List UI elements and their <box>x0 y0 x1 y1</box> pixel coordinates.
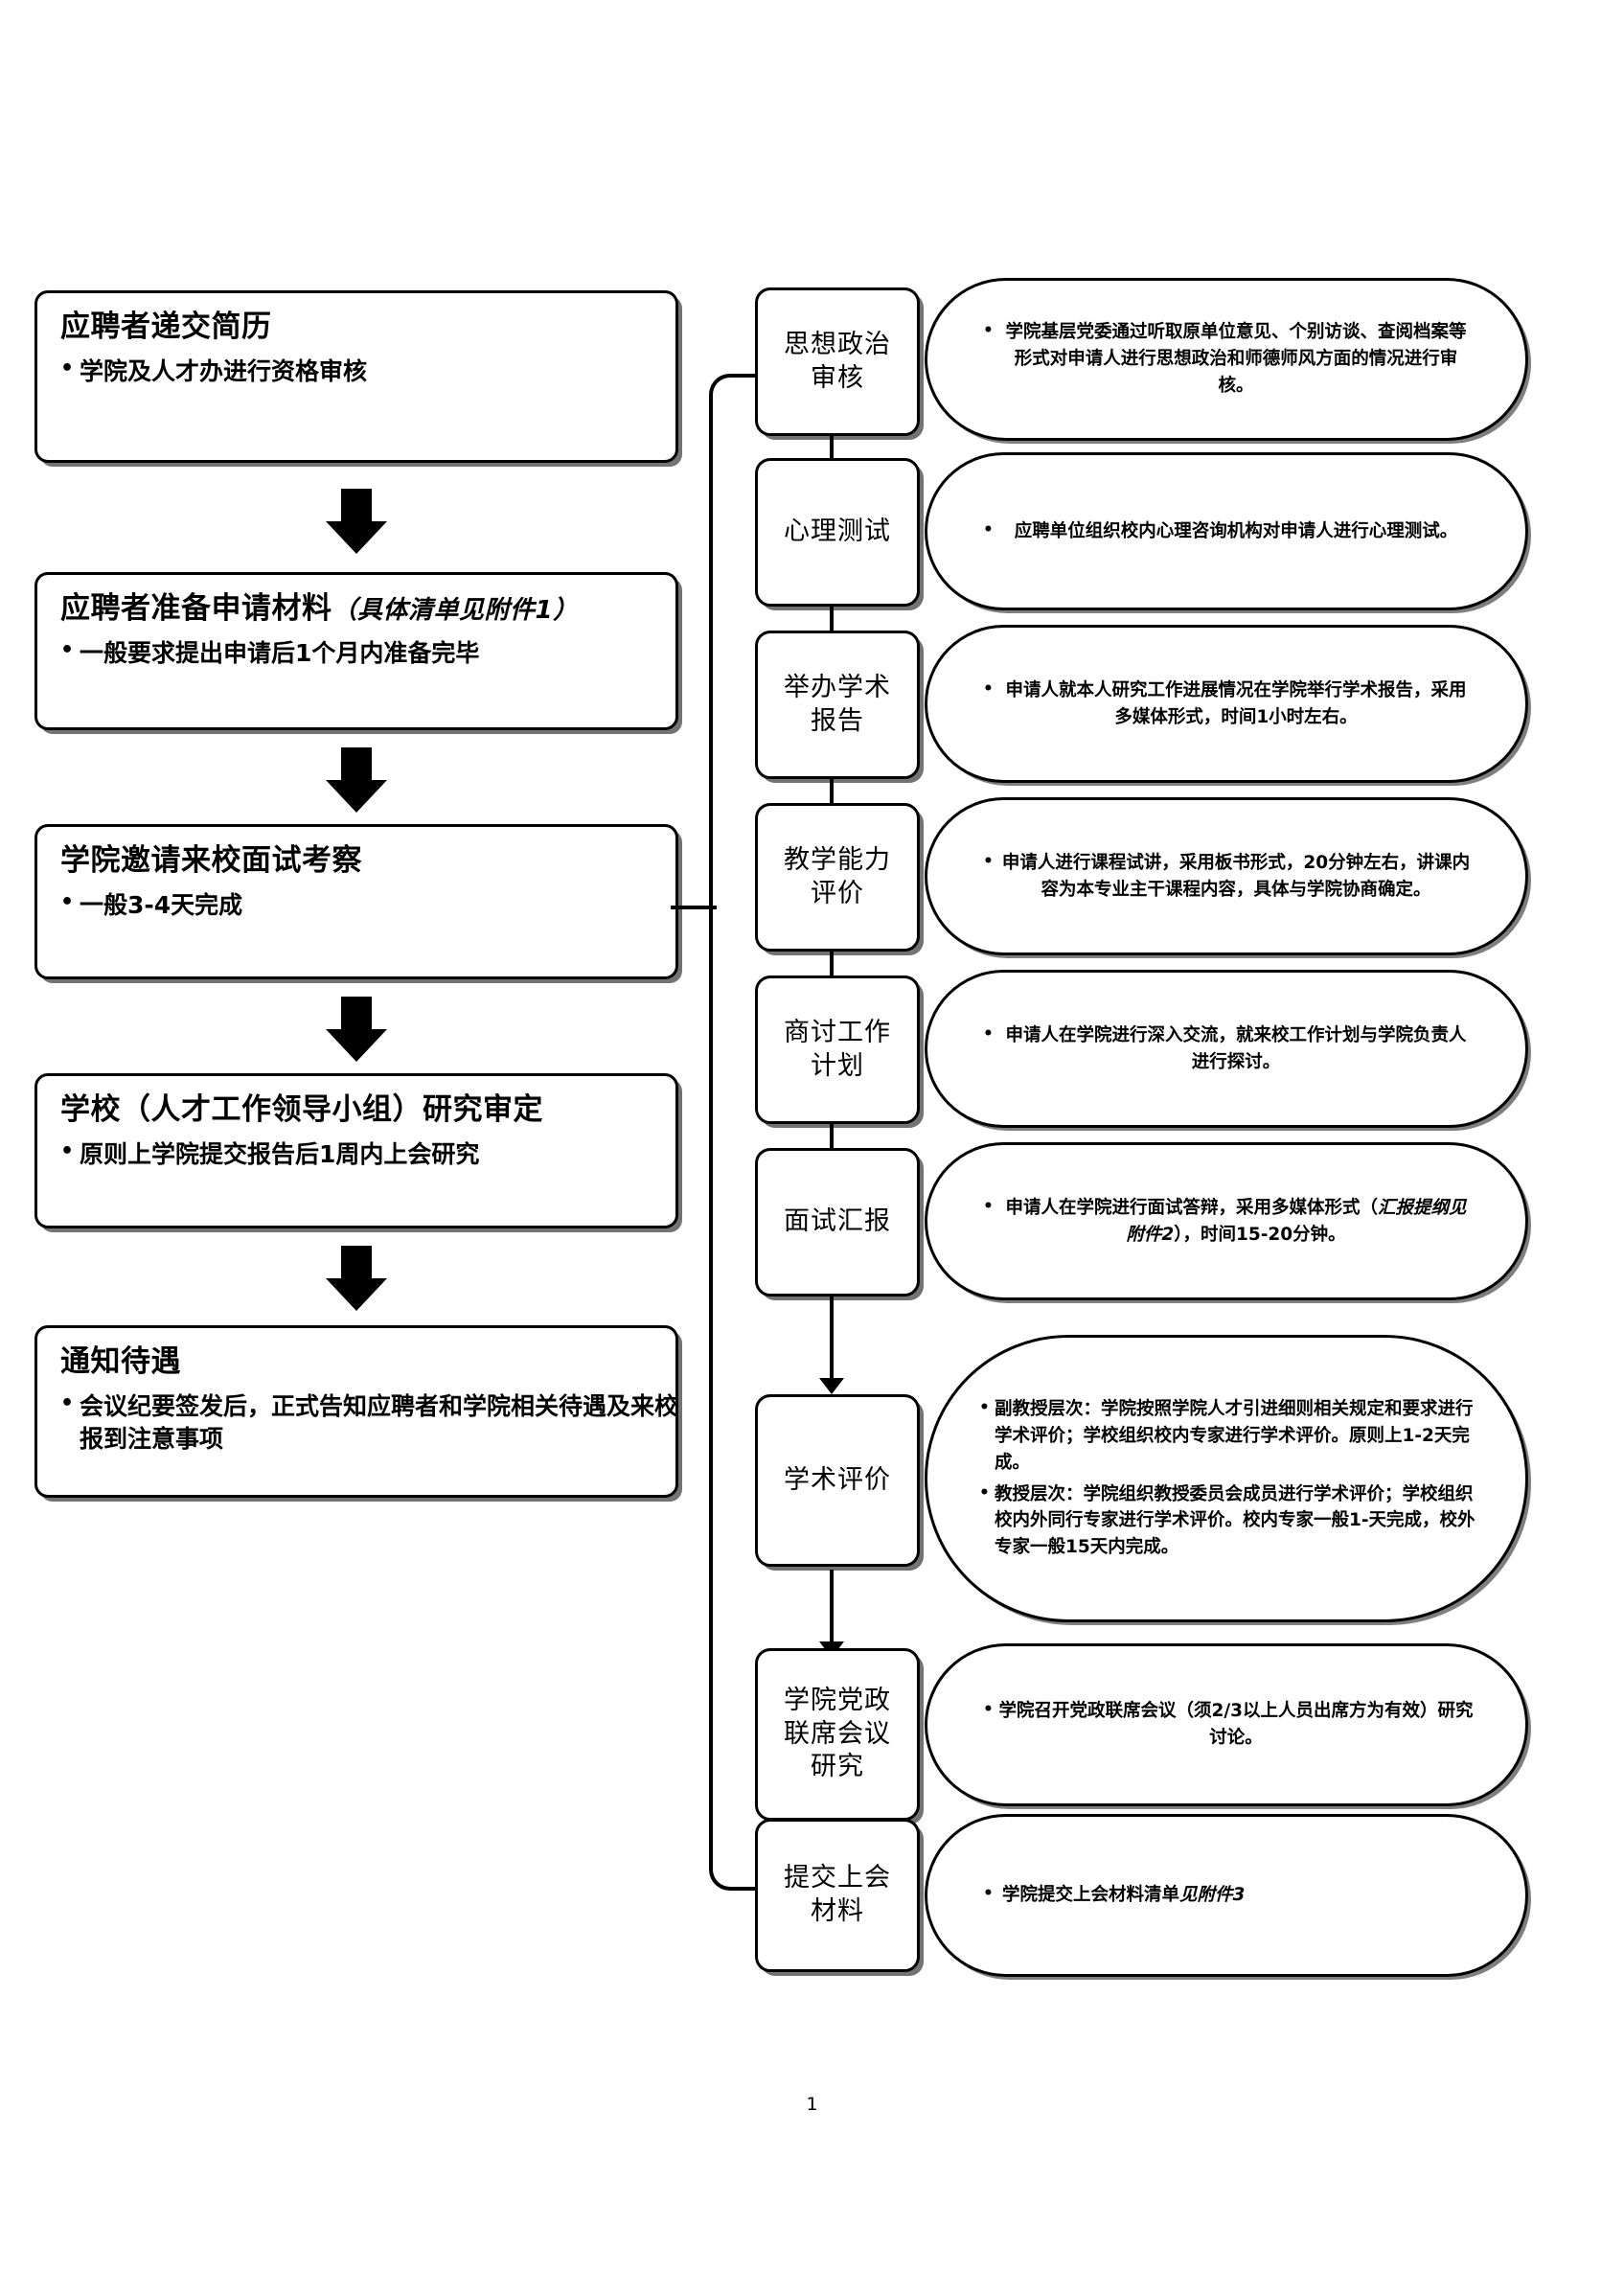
step-label: 学术评价 <box>784 1464 891 1495</box>
page-number: 1 <box>806 2094 818 2115</box>
callout-8: 学院召开党政联席会议（须2/3以上人员出席方为有效）研究讨论。 <box>925 1643 1528 1806</box>
stage-title: 通知待遇 <box>60 1344 181 1379</box>
step-box-7[interactable]: 学术评价 <box>755 1394 920 1567</box>
step-connector-1 <box>830 436 834 474</box>
callout-line: 副教授层次：学院按照学院人才引进细则相关规定和要求进行学术评价；学校组织校内专家… <box>979 1396 1481 1476</box>
callout-9: 学院提交上会材料清单见附件3 <box>925 1814 1528 1977</box>
callout-line: 申请人就本人研究工作进展情况在学院举行学术报告，采用多媒体形式，时间1小时左右。 <box>983 677 1474 731</box>
callout-line: 申请人进行课程试讲，采用板书形式，20分钟左右，讲课内容为本专业主干课程内容，具… <box>983 850 1474 904</box>
stage-bullet: 会议纪要签发后，正式告知应聘者和学院相关待遇及来校报到注意事项 <box>60 1389 678 1456</box>
callout-6: 申请人在学院进行面试答辩，采用多媒体形式（汇报提纲见附件2），时间15-20分钟… <box>925 1142 1528 1300</box>
callout-line: 申请人在学院进行深入交流，就来校工作计划与学院负责人进行探讨。 <box>983 1022 1474 1076</box>
step-label: 提交上会 材料 <box>784 1863 891 1926</box>
step-connector-5 <box>830 1124 834 1164</box>
stage-box-4[interactable]: 学校（人才工作领导小组）研究审定 原则上学院提交报告后1周内上会研究 <box>34 1073 678 1228</box>
step-box-4[interactable]: 教学能力 评价 <box>755 803 920 952</box>
callout-line: 学院提交上会材料清单见附件3 <box>983 1882 1474 1909</box>
step-box-8[interactable]: 学院党政 联席会议 研究 <box>755 1648 920 1821</box>
step-label: 学院党政 联席会议 研究 <box>784 1686 891 1782</box>
step-label: 教学能力 评价 <box>784 844 891 908</box>
callout-4: 申请人进行课程试讲，采用板书形式，20分钟左右，讲课内容为本专业主干课程内容，具… <box>925 797 1528 955</box>
stage-box-3[interactable]: 学院邀请来校面试考察 一般3-4天完成 <box>34 824 678 979</box>
step-box-2[interactable]: 心理测试 <box>755 458 920 607</box>
step-box-5[interactable]: 商讨工作 计划 <box>755 975 920 1124</box>
step-box-1[interactable]: 思想政治 审核 <box>755 287 920 436</box>
callout-line: 学院召开党政联席会议（须2/3以上人员出席方为有效）研究讨论。 <box>983 1698 1474 1752</box>
flow-arrow-1-to-2 <box>326 489 387 556</box>
step-label: 面试汇报 <box>784 1206 891 1237</box>
stage-title: 应聘者准备申请材料（具体清单见附件1） <box>60 591 579 626</box>
callout-line: 申请人在学院进行面试答辩，采用多媒体形式（汇报提纲见附件2），时间15-20分钟… <box>983 1195 1474 1249</box>
step-arrowhead-6 <box>819 1378 844 1394</box>
flow-arrow-3-to-4 <box>326 997 387 1064</box>
callout-3: 申请人就本人研究工作进展情况在学院举行学术报告，采用多媒体形式，时间1小时左右。 <box>925 625 1528 783</box>
flow-arrow-4-to-5 <box>326 1246 387 1313</box>
step-connector-3 <box>830 778 834 818</box>
step-connector-4 <box>830 952 834 992</box>
stage-bullet: 学院及人才办进行资格审核 <box>60 355 656 388</box>
stage-title: 学校（人才工作领导小组）研究审定 <box>60 1092 543 1127</box>
step-label: 思想政治 审核 <box>784 329 891 393</box>
stage-box-5[interactable]: 通知待遇 会议纪要签发后，正式告知应聘者和学院相关待遇及来校报到注意事项 <box>34 1325 678 1498</box>
callout-line: 学院基层党委通过听取原单位意见、个别访谈、查阅档案等形式对申请人进行思想政治和师… <box>983 319 1474 399</box>
step-connector-6 <box>830 1297 834 1383</box>
callout-7: 副教授层次：学院按照学院人才引进细则相关规定和要求进行学术评价；学校组织校内专家… <box>925 1335 1528 1622</box>
step-connector-7 <box>830 1570 834 1646</box>
step-box-3[interactable]: 举办学术 报告 <box>755 631 920 779</box>
stage-title: 学院邀请来校面试考察 <box>60 843 362 878</box>
stage-bullet: 原则上学院提交报告后1周内上会研究 <box>60 1137 656 1171</box>
stage-title: 应聘者递交简历 <box>60 310 272 344</box>
stage-box-2[interactable]: 应聘者准备申请材料（具体清单见附件1） 一般要求提出申请后1个月内准备完毕 <box>34 572 678 730</box>
callout-1: 学院基层党委通过听取原单位意见、个别访谈、查阅档案等形式对申请人进行思想政治和师… <box>925 278 1528 441</box>
bracket-connector <box>709 374 761 1891</box>
step-connector-2 <box>830 606 834 646</box>
step-label: 商讨工作 计划 <box>784 1017 891 1081</box>
callout-2: 应聘单位组织校内心理咨询机构对申请人进行心理测试。 <box>925 452 1528 610</box>
step-label: 心理测试 <box>784 516 891 547</box>
callout-line: 教授层次：学院组织教授委员会成员进行学术评价；学校组织校内外同行专家进行学术评价… <box>979 1481 1481 1561</box>
step-box-6[interactable]: 面试汇报 <box>755 1148 920 1297</box>
step-box-9[interactable]: 提交上会 材料 <box>755 1819 920 1972</box>
callout-5: 申请人在学院进行深入交流，就来校工作计划与学院负责人进行探讨。 <box>925 970 1528 1128</box>
stage-box-1[interactable]: 应聘者递交简历 学院及人才办进行资格审核 <box>34 290 678 463</box>
callout-line: 应聘单位组织校内心理咨询机构对申请人进行心理测试。 <box>983 518 1474 545</box>
step-label: 举办学术 报告 <box>784 672 891 736</box>
flow-arrow-2-to-3 <box>326 747 387 815</box>
stage-bullet: 一般3-4天完成 <box>60 888 656 922</box>
stage-bullet: 一般要求提出申请后1个月内准备完毕 <box>60 636 656 670</box>
bracket-stub-to-stage3 <box>671 906 717 909</box>
